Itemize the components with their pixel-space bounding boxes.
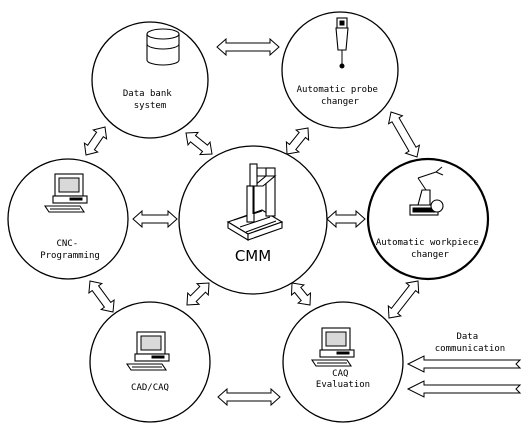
node-cnc-programming-label: CNC- Programming bbox=[40, 239, 100, 261]
node-cnc-programming-circle bbox=[7, 158, 129, 280]
connector-cadcaq-caqeval bbox=[217, 387, 281, 407]
node-probe-changer: Automatic probe changer bbox=[281, 11, 399, 129]
connector-cnc-cmm bbox=[132, 209, 178, 229]
robot-arm-icon bbox=[409, 166, 444, 216]
node-data-bank-label: Data bank system bbox=[123, 89, 177, 111]
connector-databank-cmm bbox=[185, 131, 213, 156]
connectors bbox=[83, 37, 421, 407]
node-cad-caq-label: CAD/CAQ bbox=[131, 383, 169, 393]
node-caq-evaluation-label: CAQ Evaluation bbox=[316, 369, 370, 390]
cmm-machine-icon bbox=[226, 163, 284, 241]
probe-icon bbox=[335, 17, 349, 69]
node-cad-caq: CAD/CAQ bbox=[89, 301, 211, 423]
connector-probe-cmm bbox=[285, 127, 310, 155]
data-communication: Data communication bbox=[406, 332, 522, 398]
database-cylinder-icon bbox=[146, 28, 180, 66]
node-cad-caq-circle bbox=[89, 301, 211, 423]
node-workpiece-changer-circle bbox=[366, 157, 490, 281]
connector-cmm-workpiece bbox=[326, 209, 366, 229]
node-cmm-label: CMM bbox=[235, 247, 271, 265]
node-cmm: CMM bbox=[178, 145, 328, 295]
connector-databank-probe bbox=[216, 37, 280, 57]
node-workpiece-changer: Automatic workpiece changer bbox=[366, 157, 490, 281]
connector-workpiece-caqeval bbox=[387, 280, 420, 319]
connector-databank-cnc bbox=[83, 126, 108, 156]
node-workpiece-changer-label: Automatic workpiece changer bbox=[376, 238, 484, 260]
data-communication-arrow-bottom bbox=[406, 380, 522, 398]
node-probe-changer-label: Automatic probe changer bbox=[297, 85, 384, 107]
connector-probe-workpiece bbox=[387, 111, 421, 158]
node-caq-evaluation: CAQ Evaluation bbox=[282, 301, 404, 423]
connector-cnc-cadcaq bbox=[88, 280, 115, 313]
connector-cmm-cadcaq bbox=[186, 282, 210, 306]
data-communication-arrow-top bbox=[406, 355, 522, 373]
connector-cmm-caqeval bbox=[290, 282, 312, 306]
node-data-bank: Data bank system bbox=[91, 21, 209, 139]
node-probe-changer-circle bbox=[281, 11, 399, 129]
node-cnc-programming: CNC- Programming bbox=[7, 158, 129, 280]
data-communication-label: Data communication bbox=[435, 332, 505, 354]
